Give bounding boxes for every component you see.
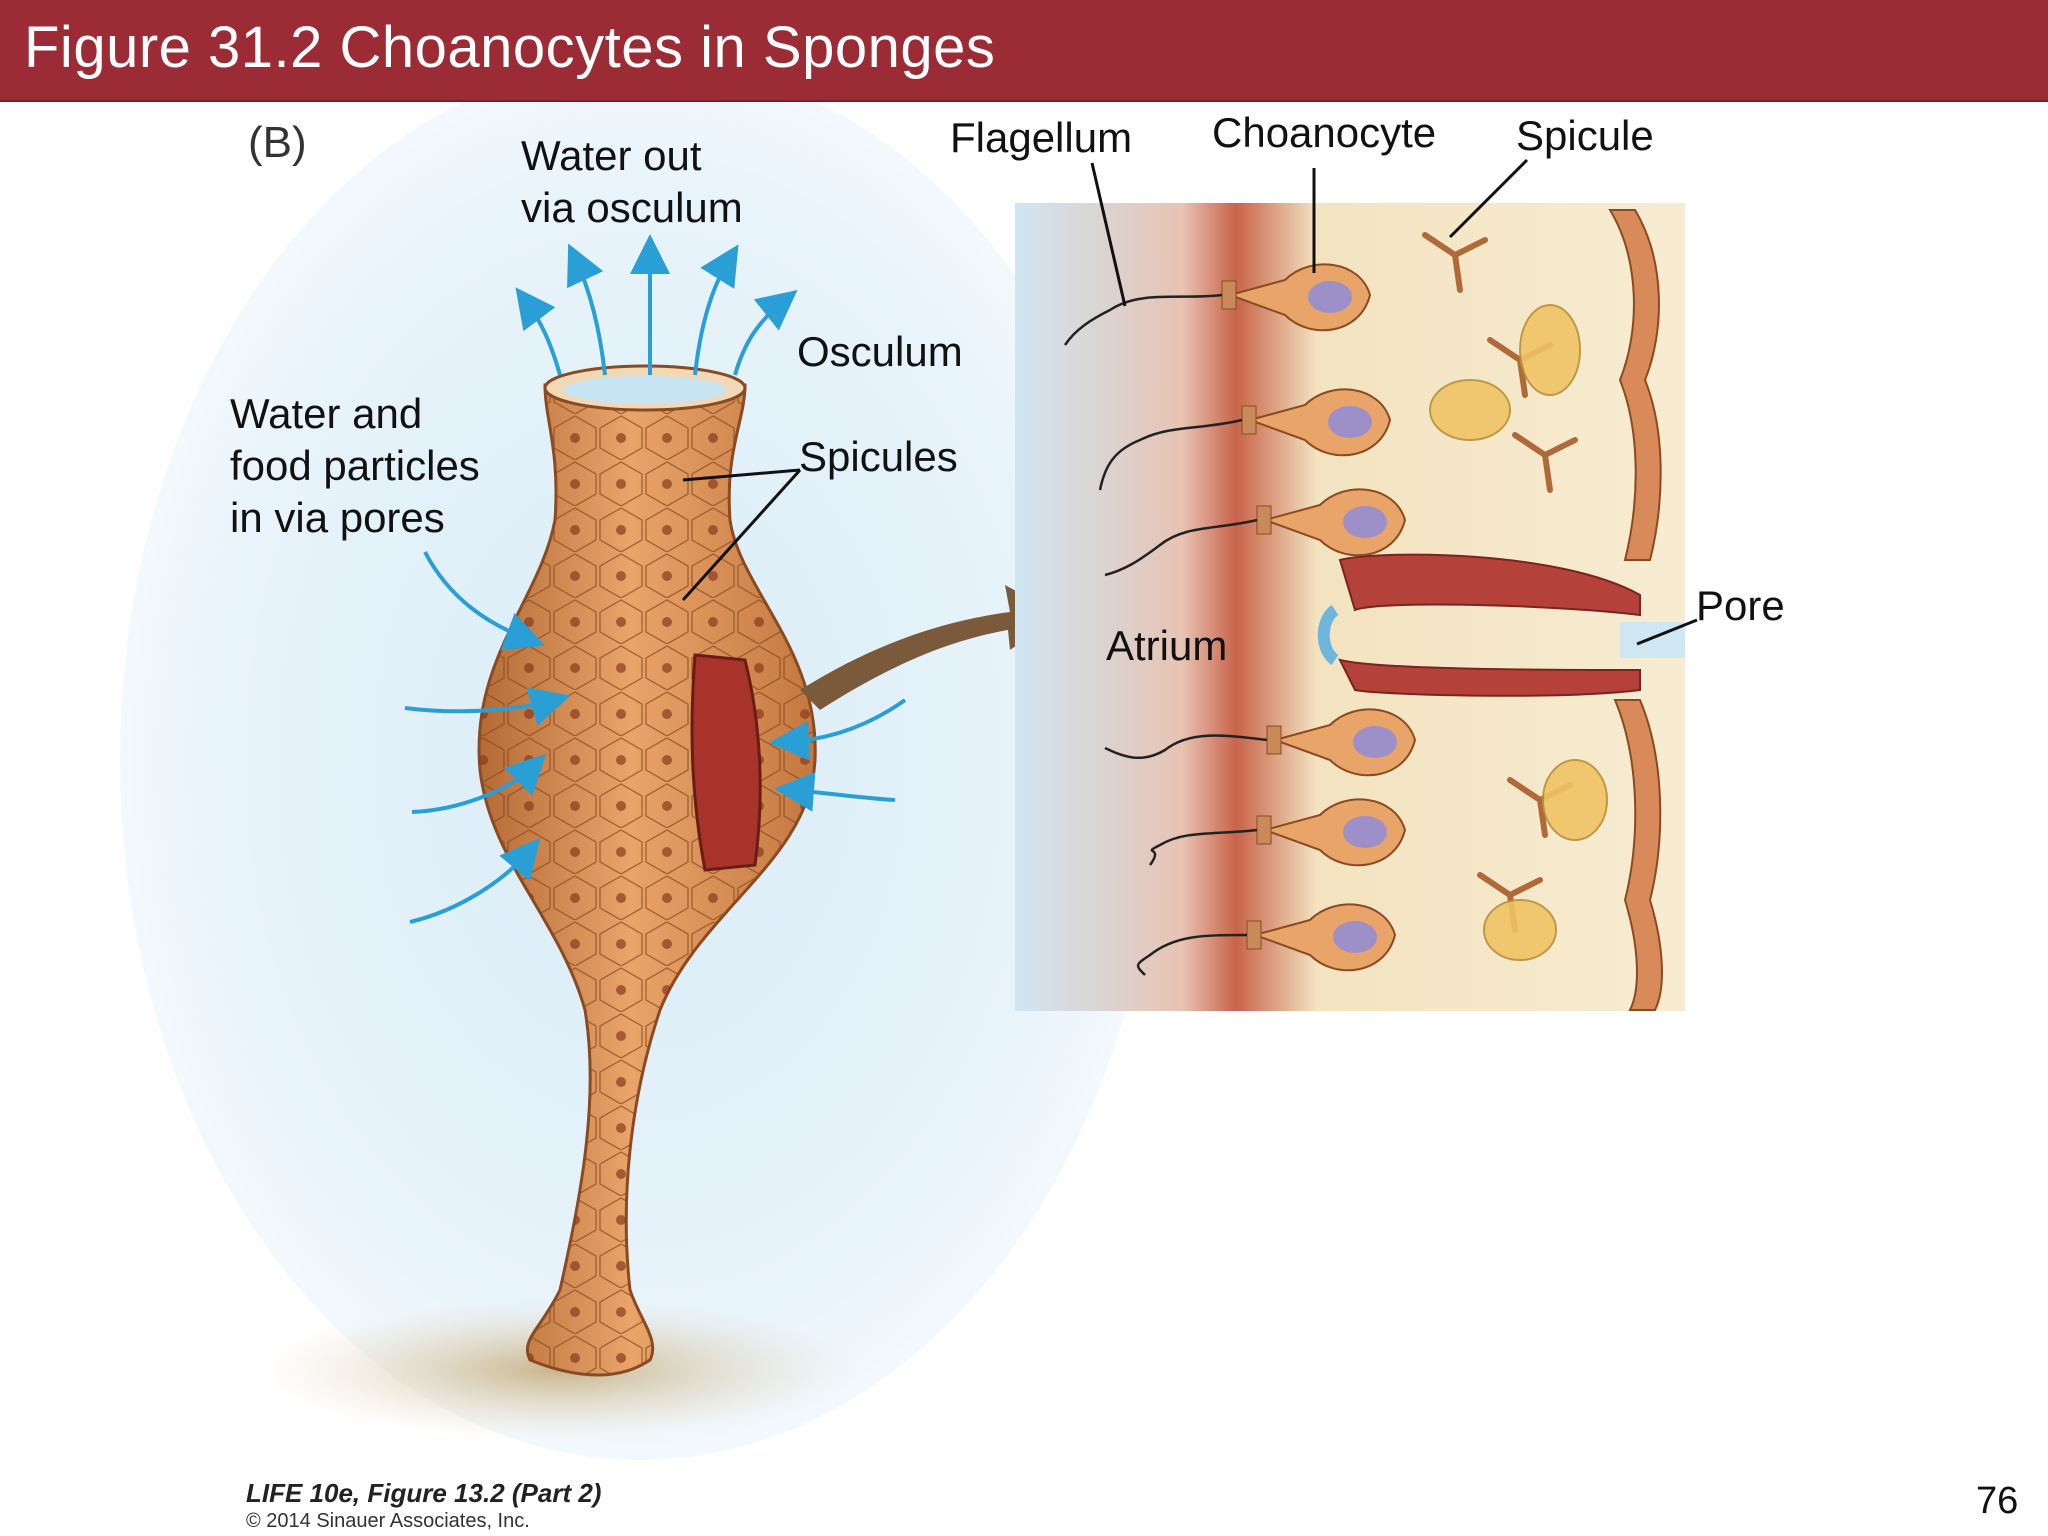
sponge-leader-lines	[681, 468, 802, 602]
sponge-diagram	[120, 102, 1698, 1460]
label-water-out: Water out via osculum	[521, 132, 743, 231]
choanocytes-lower	[1246, 708, 1417, 972]
pinacocyte-layer	[1608, 209, 1663, 1011]
pore-channel	[1338, 553, 1641, 617]
label-spicule: Spicule	[1516, 112, 1654, 159]
cutaway-atrium-wall	[690, 653, 762, 872]
page-number: 76	[1976, 1480, 2019, 1522]
amoebocytes	[1429, 304, 1608, 961]
title-bar: Figure 31.2 Choanocytes in Sponges	[0, 0, 2048, 102]
inset-panel	[1015, 203, 1685, 1011]
figure-credit: LIFE 10e, Figure 13.2 (Part 2)	[246, 1478, 602, 1508]
panel-letter: (B)	[248, 118, 307, 167]
slide-title: Figure 31.2 Choanocytes in Sponges	[24, 15, 996, 80]
sponge-body	[477, 364, 817, 1377]
label-flagellum: Flagellum	[950, 114, 1133, 161]
label-spicules: Spicules	[799, 433, 958, 480]
label-pore: Pore	[1696, 582, 1785, 629]
zoom-pointer-arrow	[800, 585, 1060, 710]
flagella	[1063, 293, 1268, 976]
inset-leader-lines	[1090, 158, 1698, 646]
label-osculum: Osculum	[797, 328, 963, 375]
choanocytes-upper	[1221, 263, 1407, 557]
water-out-arrows	[515, 234, 798, 376]
water-in-arrows	[404, 551, 907, 924]
label-atrium: Atrium	[1106, 622, 1228, 669]
label-choanocyte: Choanocyte	[1212, 109, 1437, 156]
copyright-notice: © 2014 Sinauer Associates, Inc.	[246, 1510, 530, 1532]
label-water-in: Water and food particles in via pores	[230, 390, 480, 541]
